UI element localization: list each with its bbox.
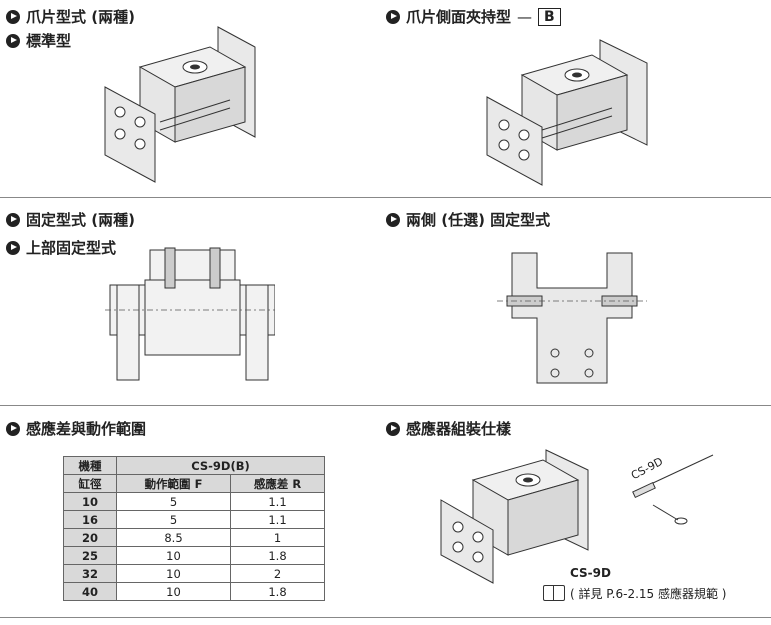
arrow-bullet-icon [6,9,20,24]
arrow-bullet-icon [386,421,400,436]
header-top-mount: 上部固定型式 [6,237,116,258]
col-bore: 缸徑 [63,474,117,493]
sensor-assembly-drawing [440,449,714,584]
book-icon [543,585,565,601]
divider [0,405,771,406]
header-sensing-range: 感應差與動作範圍 [6,418,146,439]
header-claw-types-text: 爪片型式 (兩種) [26,8,135,26]
header-sensor-assembly-text: 感應器組裝仕樣 [406,420,512,438]
header-sensing-range-text: 感應差與動作範圍 [26,420,147,438]
col-range: 動作範圍 F [116,474,231,493]
col-model-label: 機種 [63,456,117,475]
arrow-bullet-icon [6,212,20,227]
side-mount-section-drawing [497,252,647,384]
arrow-bullet-icon [386,212,400,227]
sensor-model-label: CS-9D [570,566,611,580]
header-mount-types: 固定型式 (兩種) [6,209,135,230]
header-claw-types: 爪片型式 (兩種) [6,6,135,27]
header-sensor-assembly: 感應器組裝仕樣 [386,418,511,439]
type-b-badge: B [538,7,561,26]
divider [0,617,771,618]
gripper-standard-drawing [104,26,256,183]
header-standard-text: 標準型 [26,32,72,50]
arrow-bullet-icon [6,240,20,255]
divider [0,197,771,198]
header-side-clamp-text: 爪片側面夾持型 [406,8,512,26]
top-mount-section-drawing [105,247,275,381]
arrow-bullet-icon [6,33,20,48]
header-mount-types-text: 固定型式 (兩種) [26,211,135,229]
sensor-reference-note: ( 詳見 P.6-2.15 感應器規範 ) [570,587,727,601]
col-model-value: CS-9D(B) [116,456,325,475]
header-top-mount-text: 上部固定型式 [26,239,117,257]
header-side-mount-text: 兩側 (任選) 固定型式 [406,211,551,229]
header-side-clamp: 爪片側面夾持型 — B [386,6,561,27]
col-diff: 感應差 R [230,474,325,493]
header-standard: 標準型 [6,30,71,51]
arrow-bullet-icon [6,421,20,436]
gripper-side-clamp-drawing [486,39,648,186]
header-side-mount: 兩側 (任選) 固定型式 [386,209,550,230]
arrow-bullet-icon [386,9,400,24]
